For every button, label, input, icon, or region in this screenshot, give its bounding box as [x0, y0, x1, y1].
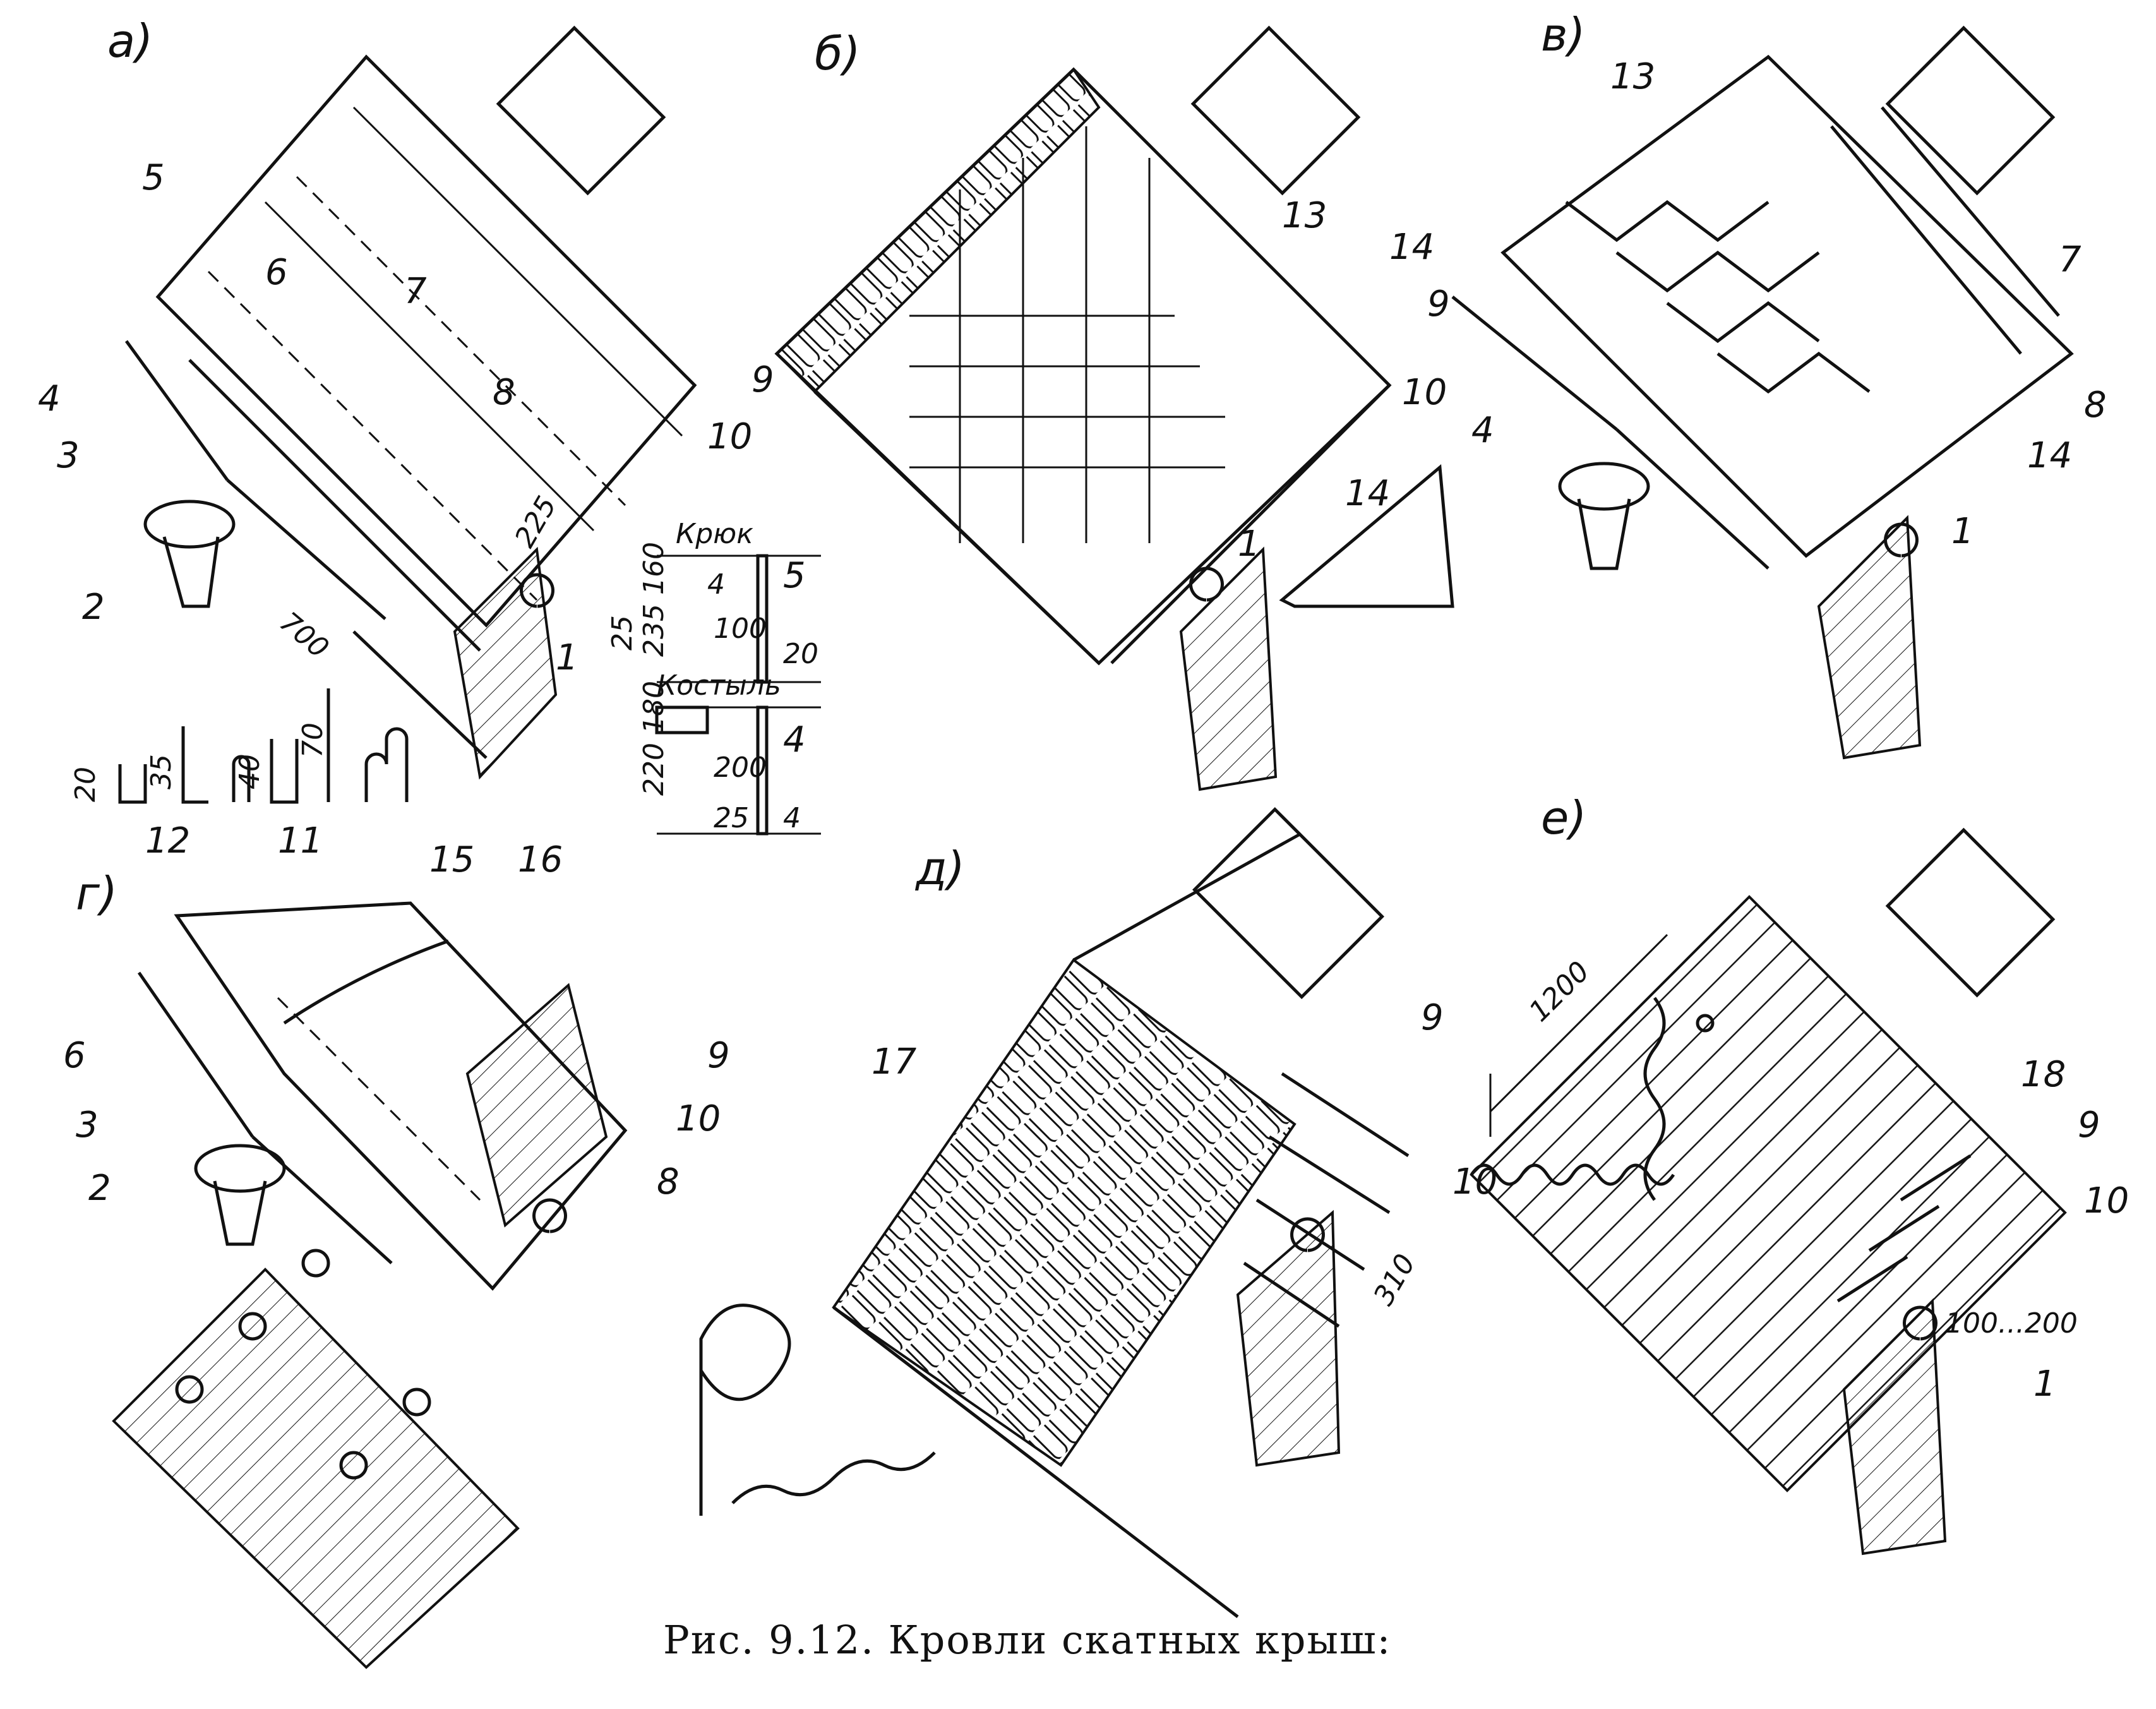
- dim-25-hook: 25: [606, 615, 638, 651]
- dim-4-hook: 4: [707, 568, 725, 601]
- dim-35: 35: [145, 754, 177, 789]
- callout-15: 15: [429, 839, 474, 880]
- callout-10-b: 10: [1402, 372, 1447, 413]
- callout-14-v: 14: [2027, 435, 2072, 476]
- panel-d-label: д): [914, 842, 965, 895]
- callout-5-detail: 5: [783, 555, 806, 596]
- callout-10: 10: [707, 416, 752, 457]
- dim-20-detail: 20: [783, 638, 818, 670]
- callout-14-b: 14: [1389, 227, 1434, 268]
- callout-9-d: 9: [1421, 997, 1444, 1038]
- panel-e-corrugated-roof: е) 1200 18 9 10 100...200 1: [1470, 791, 2129, 1556]
- dim-310: 310: [1367, 1249, 1422, 1310]
- callout-2: 2: [82, 587, 105, 628]
- callout-10-g: 10: [676, 1098, 721, 1139]
- hook-and-crutch-detail: Крюк Костыль 25 235 160 4 100 5 20 220 1…: [606, 518, 821, 836]
- panel-v-label: в): [1541, 8, 1586, 61]
- dim-4-crutch: 4: [783, 802, 801, 834]
- dim-700: 700: [273, 606, 335, 664]
- callout-14-b-detail: 14: [1345, 473, 1390, 514]
- pantile-section-detail: [699, 1304, 936, 1516]
- panel-v-slate-roof: в) 13 7 8 14 4 1: [1451, 8, 2107, 760]
- panel-e-label: е): [1541, 791, 1586, 844]
- callout-7: 7: [404, 271, 427, 312]
- callout-9-g: 9: [707, 1035, 730, 1076]
- panel-g-roll-roof: г) 15 16 6 3 2 9 10 8: [63, 839, 730, 1669]
- panel-g-label: г): [76, 867, 117, 920]
- callout-1-b: 1: [1238, 524, 1261, 565]
- callout-13-b: 13: [1282, 195, 1327, 236]
- callout-1: 1: [556, 637, 578, 678]
- panel-b-tile-roof: б) 13 14 9 10 1 14: [774, 25, 1454, 791]
- callout-1-v: 1: [1951, 511, 1974, 552]
- callout-8: 8: [493, 372, 515, 413]
- callout-7-v: 7: [2059, 239, 2081, 280]
- crutch-title: Костыль: [657, 669, 781, 702]
- callout-4-detail: 4: [783, 719, 806, 760]
- callout-3-g: 3: [76, 1105, 99, 1146]
- callout-6-g: 6: [63, 1035, 86, 1076]
- callout-9-b: 9: [1427, 284, 1450, 325]
- callout-12: 12: [145, 820, 190, 861]
- dim-200: 200: [714, 752, 767, 784]
- dim-20: 20: [69, 767, 102, 802]
- dim-235-160: 235 160: [638, 542, 670, 657]
- panel-a-label: а): [107, 15, 153, 68]
- callout-4-v: 4: [1471, 410, 1494, 451]
- panel-a-steel-roof: а) 5 6 7 8 9 10 4 3 2 1 225 700 20 35 40…: [38, 15, 774, 861]
- callout-11: 11: [278, 820, 323, 861]
- hook-title: Крюк: [676, 518, 753, 550]
- callout-5: 5: [142, 157, 165, 198]
- panel-b-label: б): [815, 27, 861, 80]
- callout-8-v: 8: [2084, 385, 2107, 426]
- dim-220-180: 220 180: [638, 681, 670, 796]
- callout-10-e: 10: [2084, 1180, 2129, 1221]
- callout-17: 17: [871, 1041, 917, 1082]
- callout-2-g: 2: [88, 1168, 111, 1209]
- dim-225: 225: [508, 491, 563, 553]
- callout-4: 4: [38, 378, 61, 419]
- callout-3: 3: [57, 435, 80, 476]
- callout-9-e: 9: [2078, 1105, 2100, 1146]
- callout-18: 18: [2021, 1054, 2066, 1095]
- callout-9: 9: [752, 359, 774, 400]
- dim-100-200: 100...200: [1945, 1307, 2078, 1340]
- dim-25-crutch: 25: [714, 802, 749, 834]
- callout-13-v: 13: [1610, 56, 1655, 97]
- callout-8-g: 8: [657, 1161, 680, 1202]
- panel-d-pantile-roof: д) 17 9 10 310: [699, 807, 1497, 1618]
- callout-6: 6: [265, 252, 288, 293]
- dim-70: 70: [297, 723, 329, 758]
- dim-40: 40: [234, 754, 266, 789]
- figure-caption: Рис. 9.12. Кровли скатных крыш:: [663, 1617, 1392, 1663]
- callout-1-e: 1: [2033, 1364, 2056, 1405]
- dim-100: 100: [714, 613, 767, 645]
- callout-16: 16: [518, 839, 563, 880]
